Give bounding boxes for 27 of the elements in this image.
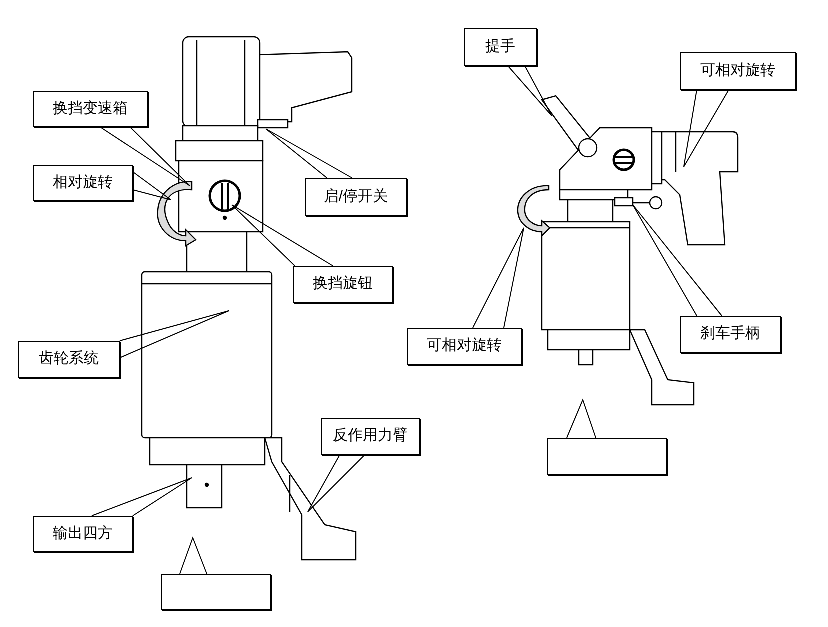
callout-label-box: [33, 165, 133, 201]
callout-label-box: [321, 418, 420, 455]
callout-text: 反作用力臂: [333, 426, 408, 446]
callout-label-box: [33, 516, 133, 552]
callout-label-box: [464, 28, 537, 66]
callout-text: 换挡变速箱: [53, 98, 128, 119]
callout-text: 相对旋转: [53, 172, 113, 193]
callout-text: 可相对旋转: [427, 336, 502, 356]
callout-box: [161, 574, 271, 610]
callout-pointer: [132, 172, 172, 200]
callout-text: 可相对旋转: [700, 60, 776, 81]
callout-label-box: [293, 266, 393, 303]
callout-text: 刹车手柄: [700, 324, 760, 344]
callout-label-box: [18, 341, 120, 378]
callout-text: 启/停开关: [324, 186, 388, 207]
callout-text: 齿轮系统: [39, 349, 99, 370]
callout-label-box: [305, 178, 407, 216]
callout-box: [547, 438, 667, 475]
callout-text: 输出四方: [53, 524, 113, 544]
callout-pointer: [566, 398, 596, 438]
callout-label-box: [680, 316, 781, 353]
callout-label-box: [407, 328, 522, 365]
callout-text: 提手: [486, 36, 516, 57]
callout-text: 换挡旋钮: [313, 274, 373, 294]
callout-label-box: [680, 52, 796, 90]
callout-label-box: [33, 91, 148, 127]
callout-pointer: [180, 536, 208, 574]
